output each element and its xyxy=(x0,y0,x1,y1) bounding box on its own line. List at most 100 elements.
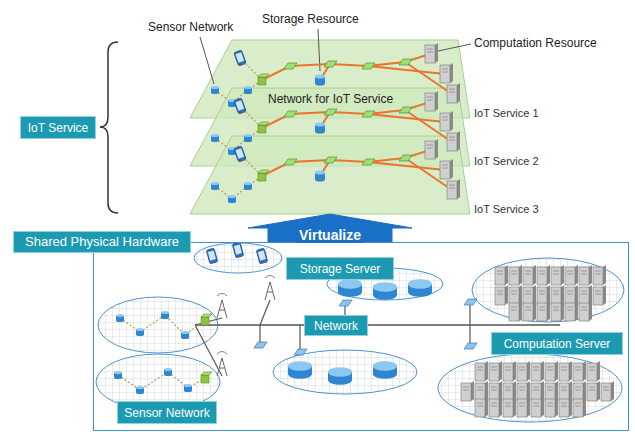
server-slot xyxy=(477,390,483,391)
resource-region xyxy=(273,350,417,394)
server-slot xyxy=(533,367,539,368)
server-slot xyxy=(567,271,573,272)
device-screen xyxy=(235,52,244,63)
server-slot xyxy=(491,406,497,407)
server-slot xyxy=(603,387,609,388)
server-icon xyxy=(579,303,589,321)
mobile-device xyxy=(206,248,217,264)
server-slot xyxy=(533,406,539,407)
mobile-device xyxy=(256,248,267,264)
server-slot xyxy=(442,168,448,169)
server-slot xyxy=(491,370,497,371)
arrow-label: Virtualize xyxy=(296,227,364,243)
server-slot xyxy=(567,307,573,308)
server-icon xyxy=(537,287,547,305)
server-slot xyxy=(525,307,531,308)
resource-region xyxy=(438,354,622,422)
sensor-node xyxy=(136,386,144,389)
server-side xyxy=(533,301,536,321)
server-slot xyxy=(581,310,587,311)
server-side xyxy=(513,397,516,417)
device-body xyxy=(206,248,217,264)
sensor-node xyxy=(244,91,252,94)
server-slot xyxy=(581,294,587,295)
server-slot xyxy=(595,271,601,272)
region-label-box: Computation Server xyxy=(491,332,623,355)
server-slot xyxy=(539,274,545,275)
server-side xyxy=(603,265,606,285)
sensor-node xyxy=(116,319,124,322)
server-slot xyxy=(575,390,581,391)
server-slot xyxy=(547,367,553,368)
server-slot xyxy=(561,390,567,391)
server-icon xyxy=(545,383,555,401)
server-icon xyxy=(425,45,435,63)
server-slot xyxy=(547,370,553,371)
server-slot xyxy=(442,120,448,121)
server-slot xyxy=(561,403,567,404)
switch-icon xyxy=(464,299,477,305)
leader-line xyxy=(200,37,214,84)
virtualize-arrow xyxy=(248,214,412,242)
server-side xyxy=(541,397,544,417)
server-slot xyxy=(547,403,553,404)
server-slot xyxy=(477,406,483,407)
server-side xyxy=(547,301,550,321)
server-slot xyxy=(511,307,517,308)
server-slot xyxy=(575,403,581,404)
server-side xyxy=(519,265,522,285)
server-slot xyxy=(525,274,531,275)
server-slot xyxy=(449,140,455,141)
server-side xyxy=(435,91,438,111)
server-slot xyxy=(553,271,559,272)
sensor-node xyxy=(181,331,189,334)
server-icon xyxy=(531,399,541,417)
storage-disk xyxy=(288,361,312,371)
server-side xyxy=(513,361,516,381)
server-slot xyxy=(567,294,573,295)
callout-label: Computation Resource xyxy=(474,36,597,50)
server-slot xyxy=(427,97,433,98)
server-slot xyxy=(442,69,448,70)
device-screen xyxy=(235,100,244,111)
server-icon xyxy=(495,267,505,285)
server-icon xyxy=(475,399,485,417)
network-drop xyxy=(299,325,300,352)
server-side xyxy=(457,131,460,151)
server-slot xyxy=(477,370,483,371)
server-side xyxy=(555,361,558,381)
server-slot xyxy=(497,271,503,272)
plane-label: IoT Service 3 xyxy=(474,202,539,216)
server-side xyxy=(527,361,530,381)
storage-disk xyxy=(373,361,397,371)
server-icon xyxy=(517,383,527,401)
server-slot xyxy=(553,307,559,308)
server-icon xyxy=(503,383,513,401)
sensor-node xyxy=(211,187,219,190)
server-slot xyxy=(497,291,503,292)
sensor-node xyxy=(184,384,192,387)
server-slot xyxy=(519,403,525,404)
service-plane: Network for IoT ServiceIoT Service 1 xyxy=(190,40,470,118)
sensor-node xyxy=(136,391,144,394)
server-slot xyxy=(539,294,545,295)
sensor-node xyxy=(244,86,252,89)
storage-disk xyxy=(315,82,325,86)
server-slot xyxy=(533,403,539,404)
resource-region xyxy=(194,243,282,273)
server-icon xyxy=(503,363,513,381)
server-icon xyxy=(425,93,435,111)
server-icon xyxy=(440,113,450,131)
server-slot xyxy=(589,367,595,368)
sensor-node xyxy=(228,200,236,203)
plane-shape xyxy=(190,40,470,118)
server-slot xyxy=(589,387,595,388)
server-slot xyxy=(505,370,511,371)
server-slot xyxy=(595,274,601,275)
server-slot xyxy=(525,271,531,272)
callout-label: Storage Resource xyxy=(262,12,359,26)
server-side xyxy=(603,285,606,305)
server-slot xyxy=(581,291,587,292)
plane-outline xyxy=(190,136,470,214)
sensor-node xyxy=(161,311,169,314)
